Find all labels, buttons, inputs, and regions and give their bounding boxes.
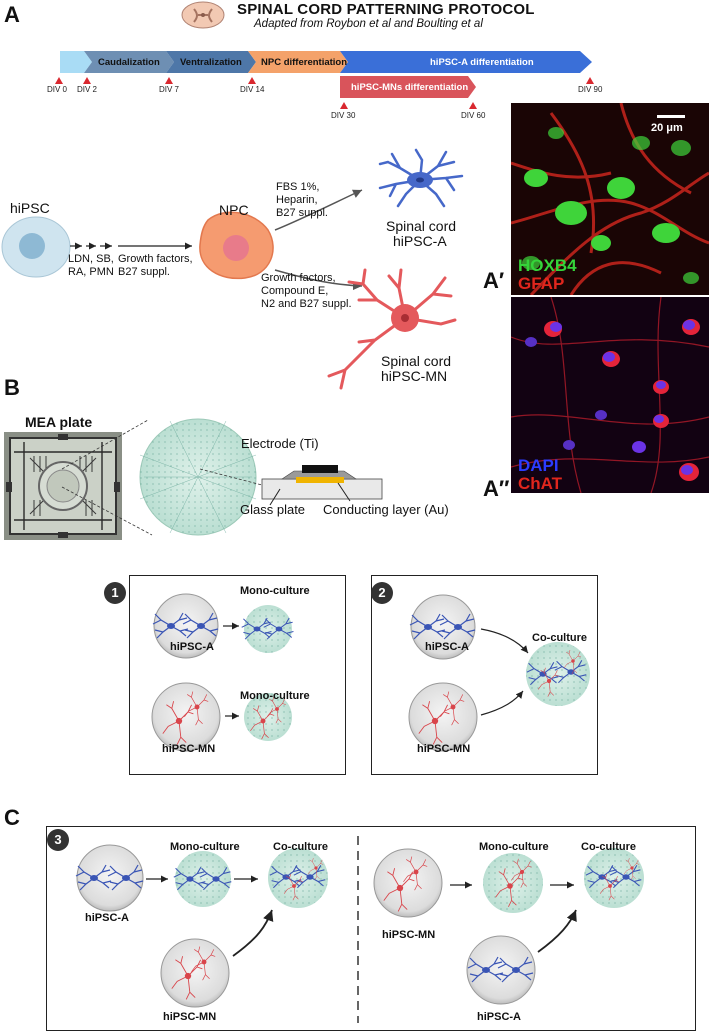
- box1-mono-top: Mono-culture: [240, 585, 310, 597]
- div-30: DIV 30: [331, 111, 356, 120]
- lower-cond-1: Growth factors,: [261, 272, 336, 284]
- panel-label-a: A: [4, 2, 20, 27]
- step2-line2: B27 suppl.: [118, 266, 170, 278]
- spinal-cord-icon: [181, 1, 225, 29]
- box-2-diagram: [408, 594, 590, 752]
- panel-label-a-prime: A′: [483, 268, 505, 293]
- timeline-caudalization: [84, 51, 174, 73]
- hipsc-label: hiPSC: [10, 200, 50, 216]
- div-0: DIV 0: [47, 85, 68, 94]
- mea-zoom: [61, 418, 257, 536]
- stage-ventralization: Ventralization: [180, 57, 242, 68]
- step1-line2: RA, PMN: [68, 266, 114, 278]
- box2-cells-bottom: hiPSC-MN: [417, 743, 471, 755]
- box3-left-added: hiPSC-MN: [163, 1011, 217, 1023]
- lower-cond-3: N2 and B27 suppl.: [261, 298, 352, 310]
- upper-cond-1: FBS 1%,: [276, 181, 320, 193]
- mea-plate-photo: [4, 432, 122, 540]
- stage-caudalization: Caudalization: [98, 57, 160, 68]
- div-7: DIV 7: [159, 85, 180, 94]
- timeline-ventralization: [166, 51, 256, 73]
- marker-hoxb4: HOXB4: [518, 256, 577, 275]
- conducting-layer-label: Conducting layer (Au): [323, 502, 449, 517]
- protocol-box-3: [46, 826, 696, 1031]
- box3-right-cells: hiPSC-MN: [382, 929, 436, 941]
- box3-left-cells: hiPSC-A: [85, 912, 129, 924]
- marker-div7: [165, 77, 173, 84]
- marker-chat: ChAT: [518, 474, 563, 493]
- npc-label: NPC: [219, 202, 249, 218]
- box-1-number: 1: [104, 582, 126, 604]
- box3-right-added: hiPSC-A: [477, 1011, 521, 1023]
- electrode-label: Electrode (Ti): [241, 436, 319, 451]
- marker-div14: [248, 77, 256, 84]
- step1-line1: LDN, SB,: [68, 253, 114, 265]
- scale-bar-label: 20 μm: [651, 122, 683, 134]
- box2-cells-top: hiPSC-A: [425, 641, 469, 653]
- box3-right-mono: Mono-culture: [479, 841, 549, 853]
- box-1-diagram: [151, 593, 294, 752]
- box3-right-co: Co-culture: [581, 841, 636, 853]
- timeline-npc: [248, 51, 348, 73]
- protocol-title: SPINAL CORD PATTERNING PROTOCOL: [237, 1, 535, 18]
- micrograph-top: [511, 103, 709, 295]
- marker-div90: [586, 77, 594, 84]
- box1-cells-top: hiPSC-A: [170, 641, 214, 653]
- mn-label-2: hiPSC-MN: [381, 368, 448, 384]
- marker-div2: [83, 77, 91, 84]
- div-2: DIV 2: [77, 85, 98, 94]
- stage-mn: hiPSC-MNs differentiation: [351, 82, 469, 93]
- mn-label-1: Spinal cord: [381, 353, 452, 369]
- protocol-subtitle: Adapted from Roybon et al and Boulting e…: [254, 18, 483, 30]
- box-3-diagram: [75, 836, 644, 1023]
- timeline-astro: [340, 51, 592, 73]
- panel-label-a-double-prime: A″: [483, 476, 510, 501]
- box1-mono-bottom: Mono-culture: [240, 690, 310, 702]
- box3-left-co: Co-culture: [273, 841, 328, 853]
- astro-label-1: Spinal cord: [386, 218, 457, 234]
- box-3-number: 3: [47, 829, 69, 851]
- timeline-mn: [340, 76, 476, 98]
- timeline: [55, 51, 594, 109]
- box1-cells-bottom: hiPSC-MN: [162, 743, 216, 755]
- upper-cond-3: B27 suppl.: [276, 207, 328, 219]
- div-14: DIV 14: [240, 85, 265, 94]
- astro-label-2: hiPSC-A: [393, 233, 447, 249]
- marker-div0: [55, 77, 63, 84]
- div-90: DIV 90: [578, 85, 603, 94]
- step2-line1: Growth factors,: [118, 253, 193, 265]
- marker-gfap: GFAP: [518, 274, 565, 293]
- box2-co: Co-culture: [532, 632, 587, 644]
- box3-left-mono: Mono-culture: [170, 841, 240, 853]
- marker-div30: [340, 102, 348, 109]
- micrograph-bottom: [511, 297, 709, 493]
- stage-astro: hiPSC-A differentiation: [430, 57, 534, 68]
- marker-dapi: DAPI: [518, 456, 559, 475]
- upper-cond-2: Heparin,: [276, 194, 318, 206]
- lower-cond-2: Compound E,: [261, 285, 329, 297]
- mea-plate-label: MEA plate: [25, 414, 93, 430]
- glass-plate-label: Glass plate: [240, 502, 306, 517]
- protocol-diagram: [1, 148, 464, 390]
- astrocyte-illustration: [378, 148, 464, 208]
- panel-label-c: C: [4, 805, 20, 830]
- panel-label-b: B: [4, 375, 20, 400]
- motor-neuron-illustration: [327, 268, 457, 390]
- box-2-number: 2: [371, 582, 393, 604]
- div-60: DIV 60: [461, 111, 486, 120]
- stage-npc: NPC differentiation: [261, 57, 348, 68]
- marker-div60: [469, 102, 477, 109]
- electrode-cross-section: [199, 465, 383, 506]
